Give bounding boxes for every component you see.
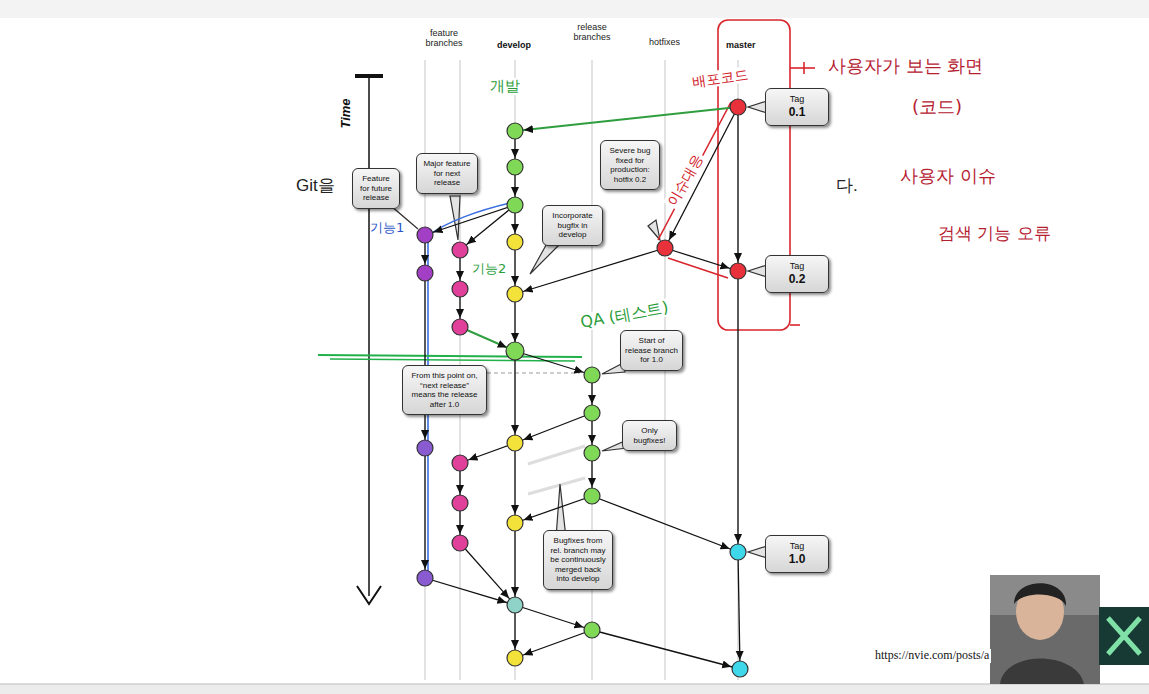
callout-text: Feature for future release bbox=[357, 174, 395, 203]
note-callout: Only bugfixes! bbox=[622, 420, 677, 451]
lane-header: feature branches bbox=[418, 28, 470, 49]
handwritten-note: QA (테스트) bbox=[577, 298, 672, 332]
tag-callout: Tag0.1 bbox=[765, 88, 829, 126]
note-callout: Incorporate bugfix in develop bbox=[542, 205, 603, 246]
callout-text: Tag bbox=[770, 94, 824, 105]
handwritten-note: 기능1 bbox=[370, 221, 404, 236]
lane-header: master bbox=[726, 40, 756, 50]
handwritten-note: 기능2 bbox=[470, 262, 508, 277]
url-text: https://nvie.com/posts/a bbox=[873, 649, 991, 663]
callout-text: 1.0 bbox=[770, 552, 824, 567]
lane-header: develop bbox=[497, 40, 531, 50]
tag-callout: Tag0.2 bbox=[765, 255, 829, 293]
callout-text: Tag bbox=[770, 261, 824, 272]
tag-callout: Tag1.0 bbox=[765, 535, 829, 573]
note-callout: Start of release branch for 1.0 bbox=[620, 330, 683, 371]
callout-text: Incorporate bugfix in develop bbox=[547, 211, 598, 240]
note-callout: Severe bug fixed for production: hotfix … bbox=[600, 140, 660, 190]
handwritten-note: 배포코드 bbox=[689, 66, 751, 90]
note-callout: Bugfixes from rel. branch may be continu… bbox=[543, 530, 613, 590]
callout-text: Major feature for next release bbox=[421, 159, 473, 188]
callout-text: Start of release branch for 1.0 bbox=[625, 336, 678, 365]
handwritten-note: 사용자가 보는 화면 bbox=[828, 56, 983, 77]
callout-text: Severe bug fixed for production: hotfix … bbox=[605, 146, 655, 184]
lane-header: release branches bbox=[566, 22, 618, 43]
callout-text: From this point on, “next release” means… bbox=[407, 371, 482, 409]
axis-label: Time bbox=[339, 98, 354, 128]
callout-text: Tag bbox=[770, 541, 824, 552]
note-callout: From this point on, “next release” means… bbox=[402, 365, 487, 415]
handwritten-note: 검색 기능 오류 bbox=[938, 224, 1051, 244]
callout-text: 0.1 bbox=[770, 105, 824, 120]
note-callout: Feature for future release bbox=[352, 168, 400, 209]
caption-text: Git을 bbox=[296, 176, 335, 196]
caption-text: 다. bbox=[836, 176, 858, 196]
callout-text: Only bugfixes! bbox=[627, 426, 672, 445]
lane-header: hotfixes bbox=[649, 37, 680, 47]
handwritten-note: 사용자 이슈 bbox=[900, 166, 996, 187]
note-callout: Major feature for next release bbox=[416, 153, 478, 194]
callout-text: Bugfixes from rel. branch may be continu… bbox=[548, 536, 608, 584]
callout-text: 0.2 bbox=[770, 272, 824, 287]
handwritten-note: 개발 bbox=[488, 78, 522, 95]
handwritten-note: (코드) bbox=[912, 97, 962, 118]
